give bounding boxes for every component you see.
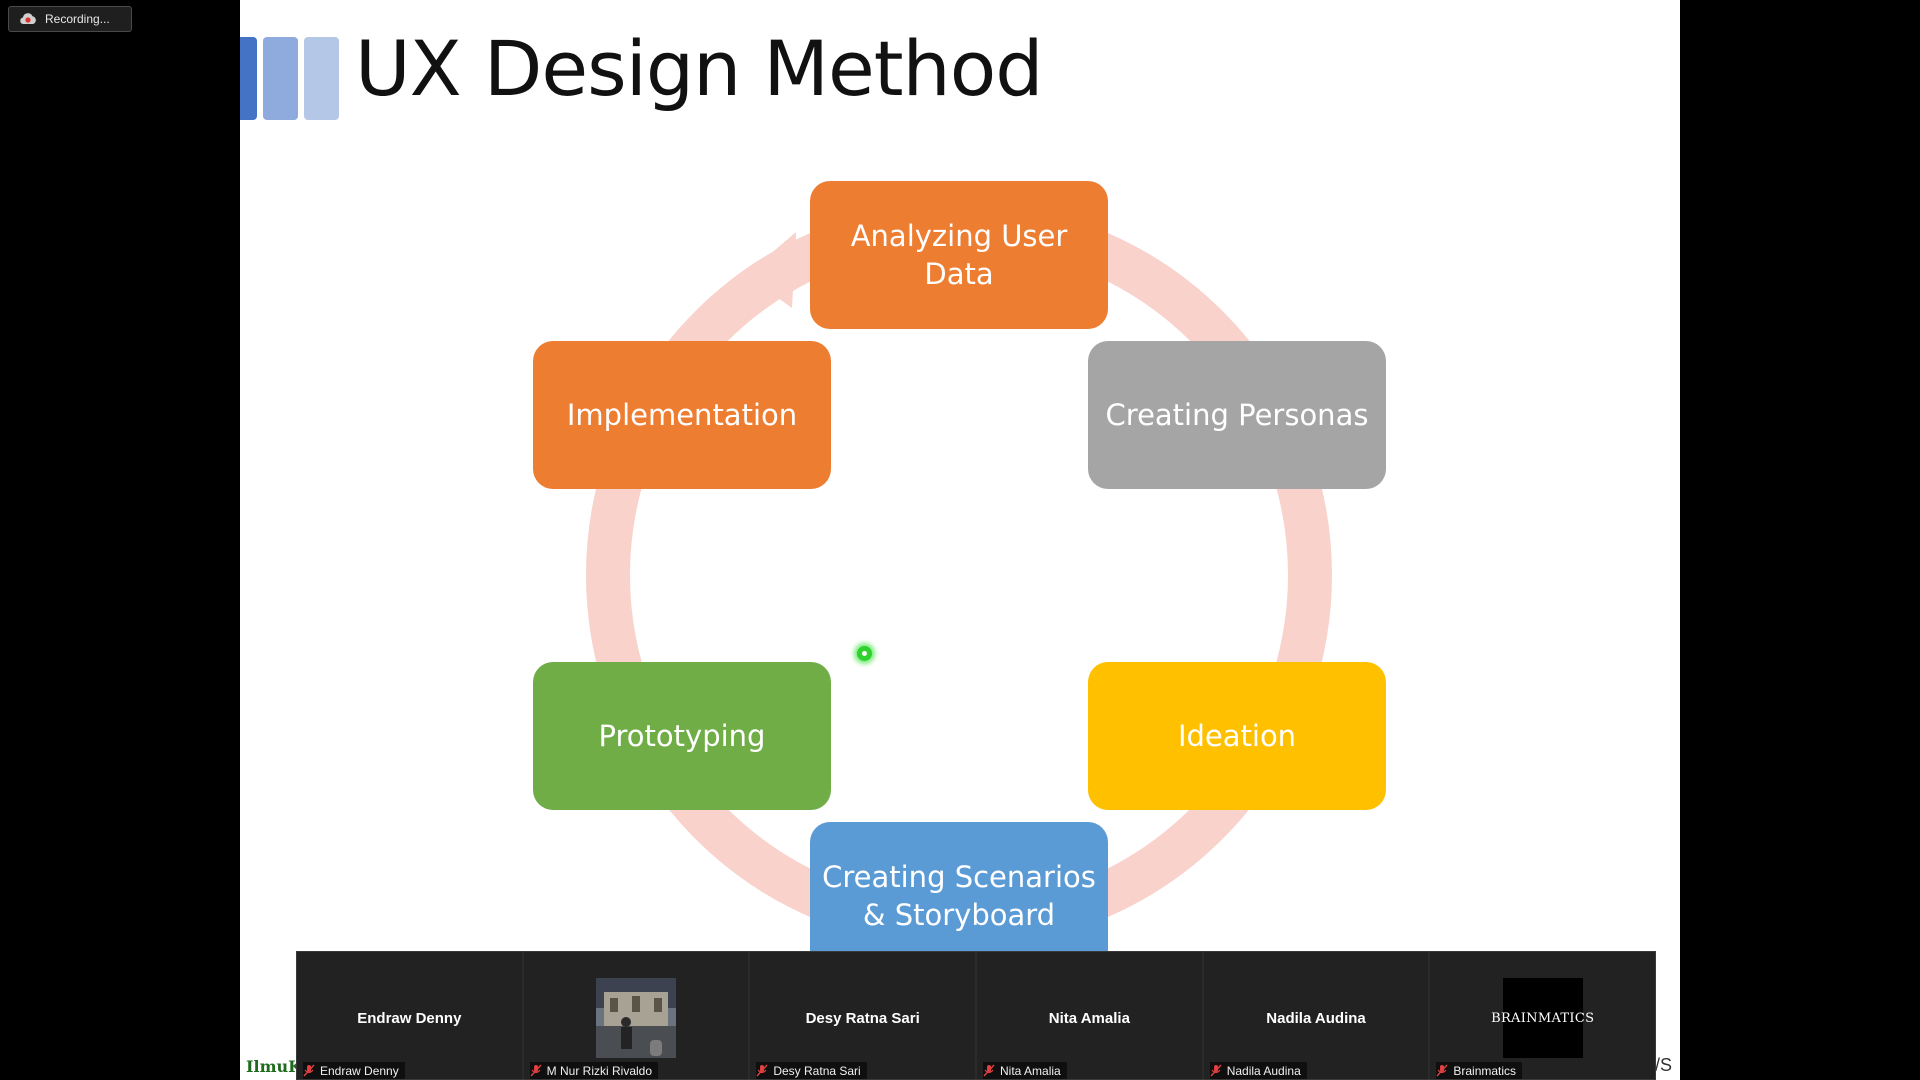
step-creating-personas: Creating Personas bbox=[1088, 341, 1386, 489]
participant-tile[interactable]: BRAINMATICS Brainmatics bbox=[1430, 952, 1656, 1079]
participant-footer: Brainmatics bbox=[1436, 1062, 1523, 1079]
participant-footer: Desy Ratna Sari bbox=[756, 1062, 867, 1079]
participant-tile[interactable]: Nita Amalia Nita Amalia bbox=[977, 952, 1204, 1079]
mic-muted-icon bbox=[756, 1064, 768, 1077]
footer-logo: IlmuKo bbox=[246, 1057, 313, 1076]
mic-muted-icon bbox=[303, 1064, 315, 1077]
mic-muted-icon bbox=[530, 1064, 542, 1077]
participant-tile[interactable]: Endraw Denny Endraw Denny bbox=[297, 952, 524, 1079]
recording-label: Recording... bbox=[45, 12, 110, 26]
participant-name: Endraw Denny bbox=[357, 1010, 462, 1027]
participant-tile[interactable]: Nadila Audina Nadila Audina bbox=[1203, 952, 1431, 1079]
participant-footer-name: Desy Ratna Sari bbox=[773, 1063, 861, 1078]
step-analyzing-user-data: Analyzing User Data bbox=[810, 181, 1108, 329]
participant-footer-name: Endraw Denny bbox=[320, 1063, 399, 1078]
participants-strip: Endraw Denny Endraw Denny M Nur Rizki Ri… bbox=[296, 951, 1656, 1080]
participant-footer-name: Nita Amalia bbox=[1000, 1063, 1061, 1078]
step-implementation: Implementation bbox=[533, 341, 831, 489]
title-accent-bar-2 bbox=[263, 37, 298, 120]
cycle-ring-path bbox=[586, 202, 1332, 948]
participant-footer-name: Nadila Audina bbox=[1226, 1063, 1301, 1078]
participant-footer-name: Brainmatics bbox=[1453, 1063, 1517, 1078]
footer-right-text: /S bbox=[1655, 1055, 1673, 1075]
participant-footer: Endraw Denny bbox=[303, 1062, 405, 1079]
brainmatics-logo: BRAINMATICS bbox=[1491, 978, 1594, 1058]
presentation-slide: UX Design Method Analyzing User Data Cre… bbox=[240, 0, 1680, 1080]
title-accent-bar-3 bbox=[304, 37, 339, 120]
participant-name: Nita Amalia bbox=[1048, 1010, 1130, 1027]
participant-tile[interactable]: M Nur Rizki Rivaldo bbox=[523, 952, 751, 1079]
participant-name: Nadila Audina bbox=[1266, 1010, 1366, 1027]
step-prototyping: Prototyping bbox=[533, 662, 831, 810]
participant-name: Desy Ratna Sari bbox=[805, 1010, 920, 1027]
slide-title: UX Design Method bbox=[355, 24, 1043, 113]
mic-muted-icon bbox=[1210, 1064, 1222, 1077]
pointer-cursor bbox=[857, 646, 872, 661]
title-accent-bar-1 bbox=[240, 37, 257, 120]
mic-muted-icon bbox=[1436, 1064, 1448, 1077]
recording-indicator[interactable]: Recording... bbox=[8, 6, 132, 32]
cycle-arrow-head bbox=[746, 232, 796, 308]
mic-muted-icon bbox=[983, 1064, 995, 1077]
participant-footer: Nadila Audina bbox=[1209, 1062, 1307, 1079]
participant-tile[interactable]: Desy Ratna Sari Desy Ratna Sari bbox=[750, 952, 978, 1079]
participant-footer: M Nur Rizki Rivaldo bbox=[529, 1062, 659, 1079]
step-creating-scenarios: Creating Scenarios & Storyboard bbox=[810, 822, 1108, 970]
participant-photo bbox=[596, 978, 676, 1058]
cloud-record-icon bbox=[20, 13, 36, 24]
participant-footer: Nita Amalia bbox=[983, 1062, 1067, 1079]
participant-footer-name: M Nur Rizki Rivaldo bbox=[546, 1063, 653, 1078]
step-ideation: Ideation bbox=[1088, 662, 1386, 810]
